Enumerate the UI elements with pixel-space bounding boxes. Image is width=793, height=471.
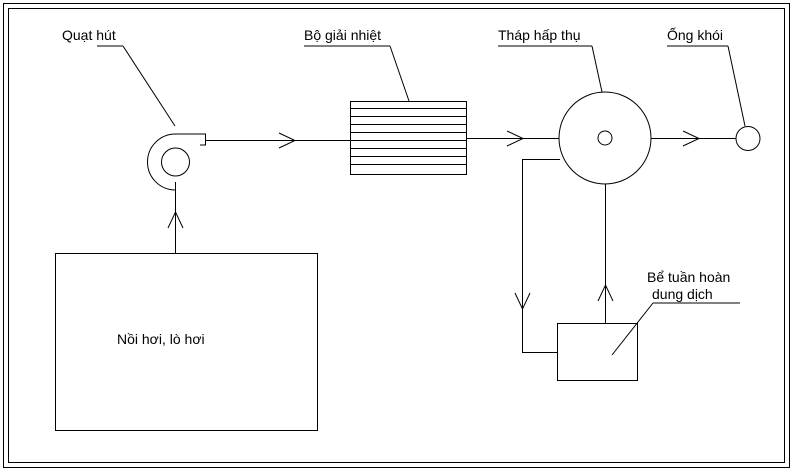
tank-leader-diagonal xyxy=(611,302,654,356)
fan-leader-diagonal xyxy=(122,45,176,127)
cooler-box xyxy=(350,101,467,175)
tank-box xyxy=(557,323,638,381)
tank-label-line2: dung dịch xyxy=(652,286,713,302)
inner-frame xyxy=(8,8,785,463)
outer-frame xyxy=(3,3,790,468)
cooler-label: Bộ giải nhiệt xyxy=(304,27,381,43)
fan-to-cooler-arrow xyxy=(278,132,297,149)
boiler-box xyxy=(55,253,318,431)
absorber-tower xyxy=(558,91,652,185)
chimney-leader-diagonal xyxy=(727,45,746,127)
absorber-label: Tháp hấp thụ xyxy=(498,27,581,43)
tank-to-absorber-arrow xyxy=(597,283,614,302)
chimney-label: Ống khói xyxy=(667,26,723,43)
boiler-to-fan-arrow xyxy=(167,210,184,229)
boiler-label: Nồi hơi, lò hơi xyxy=(117,331,205,347)
cooler-leader-diagonal xyxy=(389,45,410,102)
absorber-leader-diagonal xyxy=(591,45,603,93)
absorber-to-tank-line xyxy=(522,159,560,353)
fan-label: Quạt hút xyxy=(62,27,116,43)
fan-symbol xyxy=(147,133,206,191)
absorber-to-chimney-arrow xyxy=(682,130,701,147)
absorber-to-tank-arrow xyxy=(514,292,531,311)
chimney-symbol xyxy=(735,126,761,151)
tank-label-line1: Bể tuần hoàn xyxy=(647,269,730,285)
cooler-to-absorber-arrow xyxy=(506,130,525,147)
